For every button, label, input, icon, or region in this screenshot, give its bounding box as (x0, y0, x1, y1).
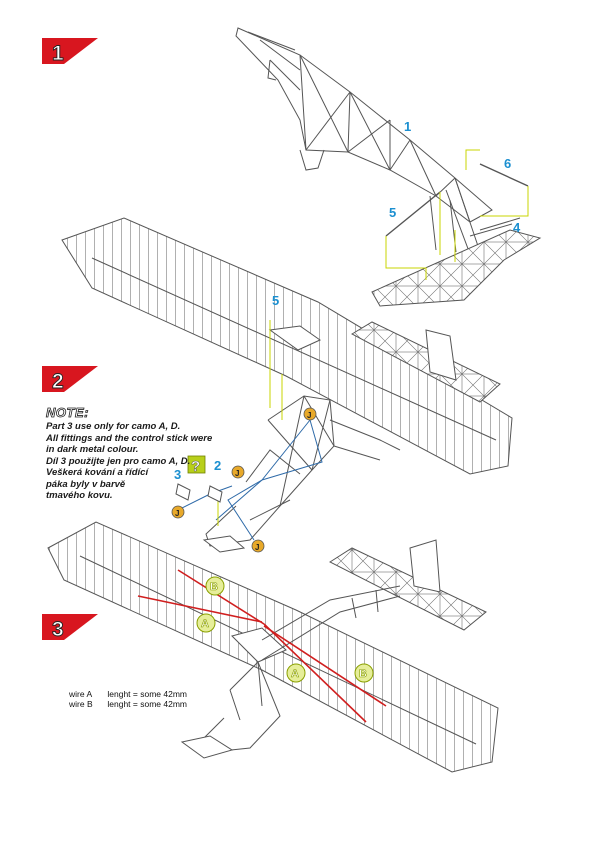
joint-marker: J (303, 407, 317, 421)
wire-length: lenght = some 42mm (107, 699, 187, 709)
step2-wing (61, 217, 513, 475)
step1-guide-lines (385, 149, 529, 280)
wire-legend-row: wire A lenght = some 42mm (69, 689, 187, 699)
part-label-5: 5 (389, 205, 396, 220)
step2-rigging (177, 419, 323, 541)
step2-fuselage-frame (202, 395, 401, 553)
part-label-6: 6 (504, 156, 511, 171)
note-line: Díl 3 použijte jen pro camo A, D. (46, 455, 191, 467)
step1-strut-5 (385, 191, 441, 237)
wire-marker-a: A (286, 663, 306, 683)
joint-markers: J J J J (171, 407, 317, 553)
wire-markers: B A A B (196, 576, 374, 683)
part-label-2: 2 (214, 458, 221, 473)
joint-marker-text: J (235, 469, 239, 478)
wire-marker-a-text: A (291, 668, 299, 680)
step2-small-parts (175, 483, 223, 503)
step2-tailplane (350, 321, 501, 403)
step1-strut-6 (479, 163, 529, 187)
wire-marker-b: B (354, 663, 374, 683)
step3-fuselage (180, 585, 401, 759)
wire-name: wire A (69, 689, 93, 699)
joint-marker: J (231, 465, 245, 479)
joint-marker-text: J (175, 509, 179, 518)
step1-fuselage-frame (235, 27, 521, 255)
note-line: páka byly v barvě (46, 478, 126, 490)
step-1-badge: 1 (42, 38, 98, 65)
wire-marker-a-text: A (201, 618, 209, 630)
wire-name: wire B (69, 699, 93, 709)
step2-part-labels: 5 3 2 (174, 293, 279, 482)
wire-b-right (263, 625, 387, 707)
joint-marker: J (171, 505, 185, 519)
joint-marker-text: J (307, 411, 311, 420)
note-line: All fittings and the control stick were (46, 432, 213, 444)
wire-a-right (263, 623, 367, 723)
part-label-1: 1 (404, 119, 411, 134)
question-mark-text: ? (191, 458, 200, 475)
note-block: NOTE: Part 3 use only for camo A, D. All… (46, 405, 276, 502)
part-label-5: 5 (272, 293, 279, 308)
note-line: Part 3 use only for camo A, D. (46, 421, 181, 432)
step1-part-labels: 1 6 5 4 (389, 119, 521, 235)
wire-length-legend: wire A lenght = some 42mm wire B lenght … (69, 689, 187, 709)
step3-tailplane (328, 539, 487, 631)
step-3-number: 3 (52, 618, 64, 641)
note-line: in dark metal colour. (46, 444, 139, 455)
wire-b-left (177, 569, 265, 625)
wire-marker-b-text: B (210, 581, 218, 593)
step-1-number: 1 (52, 42, 64, 65)
part-label-3: 3 (174, 467, 181, 482)
wire-legend-row: wire B lenght = some 42mm (69, 699, 187, 709)
note-line: Veškerá kování a řídící (46, 467, 149, 478)
wire-a-left (137, 595, 263, 623)
wire-length: lenght = some 42mm (107, 689, 187, 699)
part-label-4: 4 (513, 220, 521, 235)
step3-wires (137, 569, 387, 723)
step-2-badge: 2 (42, 366, 98, 393)
step2-guide-lines (217, 320, 283, 526)
joint-marker-text: J (255, 543, 259, 552)
question-badge: ? (187, 455, 206, 475)
step-2-number: 2 (52, 370, 64, 393)
note-title: NOTE: (46, 405, 89, 421)
step1-tailplane (371, 229, 542, 307)
note-line: tmavého kovu. (46, 490, 113, 501)
joint-marker: J (251, 539, 265, 553)
step-3-badge: 3 (42, 614, 98, 641)
wire-marker-b: B (205, 576, 225, 596)
wire-marker-b-text: B (359, 668, 367, 680)
wire-marker-a: A (196, 613, 216, 633)
